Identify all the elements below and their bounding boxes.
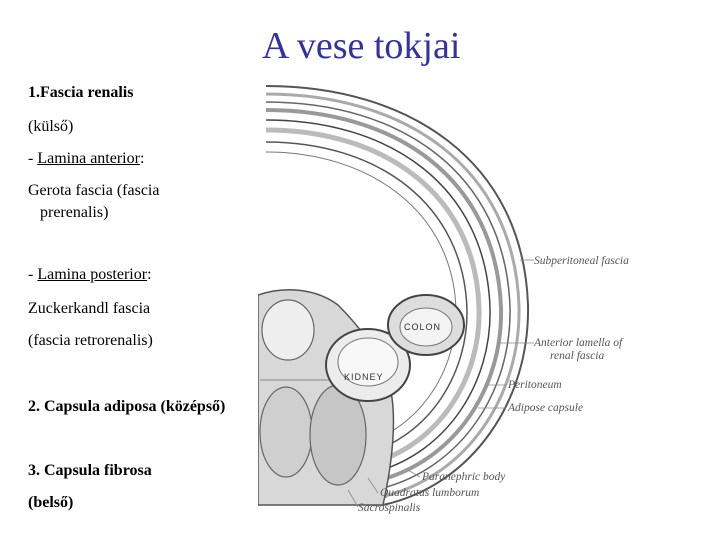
label-peritoneum: Peritoneum [507,379,562,391]
label-subperitoneal: Subperitoneal fascia [534,255,629,267]
label-sacrospinalis: Sacrospinalis [358,502,421,514]
kidney-shape: KIDNEY [325,328,411,402]
lamina-anterior-term: Lamina anterior [37,150,140,167]
lamina-posterior-line: - Lamina posterior: [28,266,152,284]
retrorenalis-text: (fascia retrorenalis) [28,332,153,349]
belso-text: (belső) [28,494,74,511]
zuckerkandl-text: Zuckerkandl fascia [28,300,151,317]
label-anterior-lamella-1: Anterior lamella of [533,337,624,349]
label-anterior-lamella-2: renal fascia [550,350,604,362]
colon-mark: : [147,266,152,283]
leader-lines [347,259,534,508]
muscle-shape [259,386,313,478]
colon-shape: COLON [387,294,465,356]
kulso-text: (külső) [28,118,74,135]
label-adipose: Adipose capsule [507,402,583,414]
capsula-adiposa-heading: 2. Capsula adiposa (középső) [28,398,226,415]
colon-label: COLON [404,322,441,332]
fascia-layers [265,85,530,506]
lamina-anterior-line: - Lamina anterior: [28,150,144,168]
vertebra-shape [261,299,315,361]
kidney-label: KIDNEY [344,372,384,382]
label-pararenal: Paranephric body [421,471,506,483]
fascia-renalis-heading: 1.Fascia renalis [28,84,134,101]
capsula-fibrosa-heading: 3. Capsula fibrosa [28,462,152,479]
gerota-line-2: prerenalis) [40,204,109,221]
colon-mark: : [139,150,145,167]
gerota-line-1: Gerota fascia (fascia [28,182,160,199]
figure-labels: Subperitoneal fascia Anterior lamella of… [358,255,629,514]
kidney-capsules-diagram: KIDNEY COLON Subperitoneal fascia Anteri… [258,85,629,514]
lamina-posterior-term: Lamina posterior [37,266,148,283]
page-title: A vese tokjai [262,25,461,67]
dash: - [28,266,38,283]
label-quadratus: Quadratus lumborum [380,487,479,499]
dash: - [28,150,38,167]
